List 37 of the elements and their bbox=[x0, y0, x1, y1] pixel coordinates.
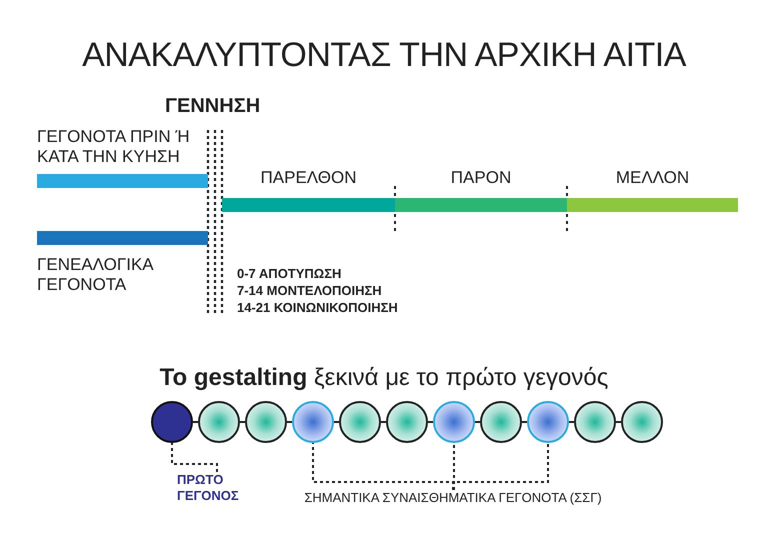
period-label: ΜΕΛΛΟΝ bbox=[616, 168, 690, 188]
age-stage-label: 0-7 ΑΠΟΤΥΠΩΣΗ bbox=[237, 266, 342, 282]
leader-line bbox=[171, 443, 218, 472]
connector-line bbox=[569, 421, 574, 423]
period-label: ΓΕΓΟΝΟΤΑ ΠΡΙΝ Ή ΚΑΤΑ ΤΗΝ ΚΥΗΣΗ bbox=[37, 127, 191, 166]
callout-text: ΠΡΩΤΟ ΓΕΓΟΝΟΣ bbox=[177, 472, 257, 504]
diagram-title: ΑΝΑΚΑΛΥΠΤΟΝΤΑΣ ΤΗΝ ΑΡΧΙΚΗ ΑΙΤΙΑ bbox=[81, 36, 688, 75]
subtitle: Το gestalting ξεκινά με το πρώτο γεγονός bbox=[158, 364, 610, 393]
period-label: ΓΕΝΕΑΛΟΓΙΚΑ ΓΕΓΟΝΟΤΑ bbox=[37, 255, 154, 294]
connector-line bbox=[616, 421, 621, 423]
connector-line bbox=[240, 421, 245, 423]
event-circle bbox=[151, 401, 193, 443]
event-circle bbox=[480, 401, 522, 443]
period-label: ΠΑΡΟΝ bbox=[450, 168, 512, 188]
connector-line bbox=[522, 421, 527, 423]
event-circle bbox=[574, 401, 616, 443]
connector-line bbox=[193, 421, 198, 423]
age-stage-label: 7-14 ΜΟΝΤΕΛΟΠΟΙΗΣΗ bbox=[237, 283, 382, 299]
age-stage-label: 14-21 ΚΟΙΝΩΝΙΚΟΠΟΙΗΣΗ bbox=[237, 300, 398, 316]
birth-label: ΓΕΝΝΗΣΗ bbox=[165, 94, 260, 118]
connector-line bbox=[334, 421, 339, 423]
event-circle bbox=[386, 401, 428, 443]
event-circle bbox=[527, 401, 569, 443]
event-circle bbox=[433, 401, 475, 443]
event-circle bbox=[621, 401, 663, 443]
connector-line bbox=[475, 421, 480, 423]
connector-line bbox=[428, 421, 433, 423]
leader-line bbox=[452, 443, 549, 490]
event-circle bbox=[198, 401, 240, 443]
leader-line bbox=[453, 443, 455, 490]
event-circle bbox=[245, 401, 287, 443]
callout-text: ΣΗΜΑΝΤΙΚΑ ΣΥΝΑΙΣΘΗΜΑΤΙΚΑ ΓΕΓΟΝΟΤΑ (ΣΣΓ) bbox=[278, 490, 628, 506]
event-circle bbox=[292, 401, 334, 443]
connector-line bbox=[381, 421, 386, 423]
connector-line bbox=[287, 421, 292, 423]
period-label: ΠΑΡΕΛΘΟΝ bbox=[260, 168, 356, 188]
event-circle bbox=[339, 401, 381, 443]
